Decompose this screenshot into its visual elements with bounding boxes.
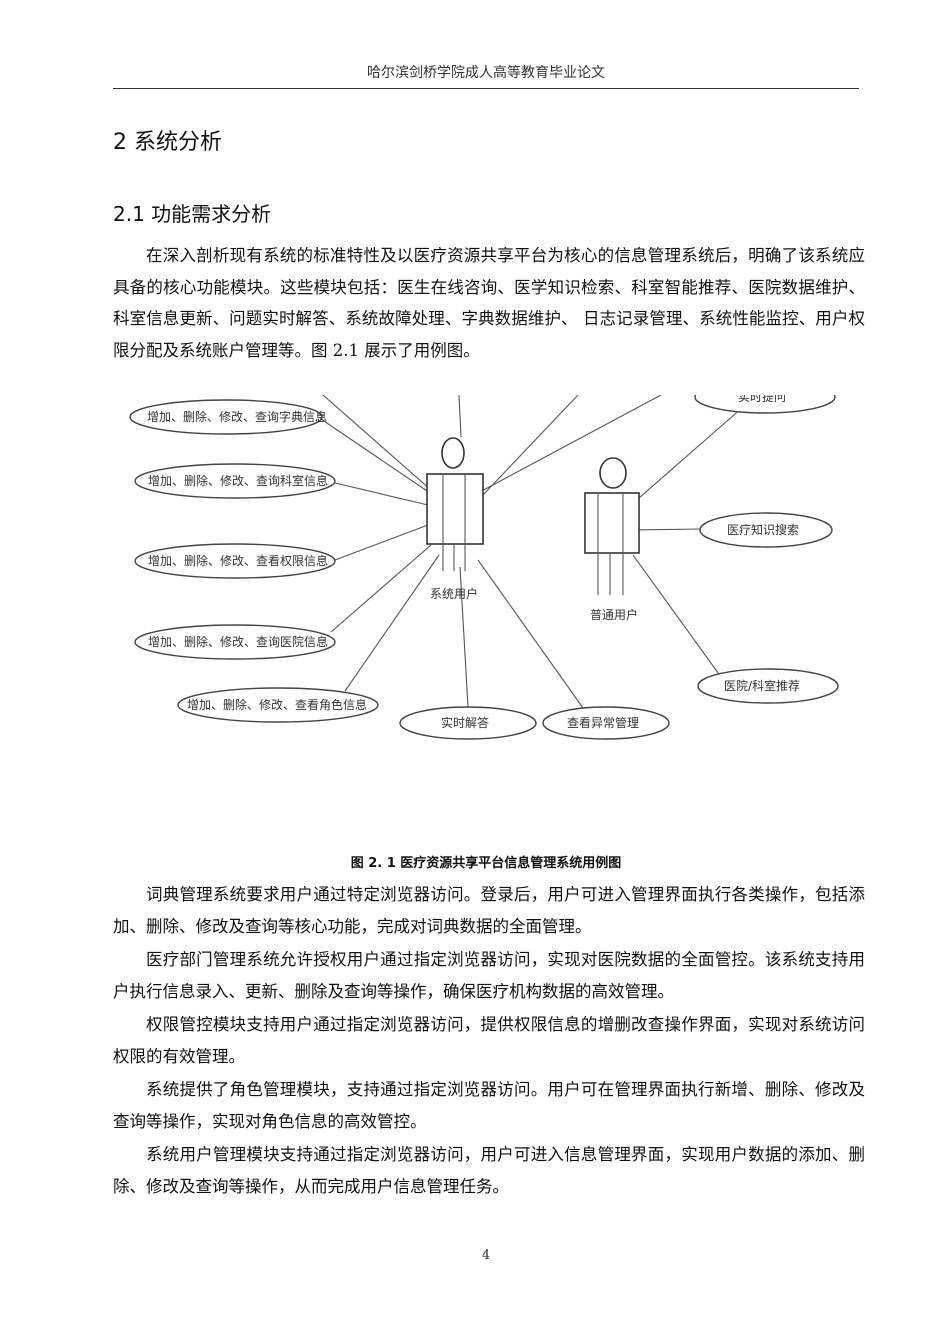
figure-caption: 图 2. 1 医疗资源共享平台信息管理系统用例图 <box>350 856 622 871</box>
link-exception <box>477 559 584 709</box>
use-case-ask: 实时提问 <box>694 395 836 414</box>
link-role <box>344 554 440 692</box>
running-header: 哈尔滨剑桥学院成人高等教育毕业论文 <box>367 65 605 81</box>
page-number: 4 <box>481 1248 491 1263</box>
section-title: 2.1 功能需求分析 <box>113 202 272 226</box>
link-hosp <box>330 544 432 633</box>
link-top-mid <box>458 395 462 438</box>
body-paragraph: 权限管控模块支持用户通过指定浏览器访问，提供权限信息的增删改查操作界面，实现对系… <box>113 1015 865 1066</box>
normal-user-label: 普通用户 <box>590 607 638 622</box>
svg-text:查看异常管理: 查看异常管理 <box>567 715 639 730</box>
body-paragraph: 系统提供了角色管理模块，支持通过指定浏览器访问。用户可在管理界面执行新增、删除、… <box>113 1080 865 1131</box>
link-dict <box>317 416 434 496</box>
svg-text:增加、删除、修改、查看角色信息: 增加、删除、修改、查看角色信息 <box>187 697 367 712</box>
link-to-normal <box>482 395 579 496</box>
system-user-figure <box>426 437 484 571</box>
link-perm <box>334 524 429 561</box>
svg-text:增加、删除、修改、查询科室信息: 增加、删除、修改、查询科室信息 <box>148 473 328 488</box>
link-realtime <box>459 566 469 708</box>
use-case-knowledge-search: 医疗知识搜索 <box>699 512 833 548</box>
svg-text:增加、删除、修改、查询字典信息: 增加、删除、修改、查询字典信息 <box>147 409 327 424</box>
body-paragraph: 医疗部门管理系统允许授权用户通过指定浏览器访问，实现对医院数据的全面管控。该系统… <box>113 950 865 1001</box>
use-case-diagram: 系统用户 普通用户 增加、删除、修改、查询字典信息 增加、删除、修改、查询科室信… <box>129 395 839 740</box>
link-ask <box>630 406 744 506</box>
intro-paragraph: 在深入剖析现有系统的标准特性及以医疗资源共享平台为核心的信息管理系统后，明确了该… <box>113 246 865 360</box>
svg-text:实时提问: 实时提问 <box>738 395 786 404</box>
svg-text:医疗知识搜索: 医疗知识搜索 <box>727 522 799 537</box>
use-case-realtime: 实时解答 <box>399 706 537 740</box>
link-top-left <box>322 395 432 491</box>
svg-text:实时解答: 实时解答 <box>441 715 489 730</box>
use-case-hospital: 增加、删除、修改、查询医院信息 <box>134 624 336 660</box>
use-case-dept: 增加、删除、修改、查询科室信息 <box>134 463 336 499</box>
body-paragraph: 系统用户管理模块支持通过指定浏览器访问，用户可进入信息管理界面，实现用户数据的添… <box>113 1145 865 1196</box>
header-rule <box>113 88 859 89</box>
link-recommend <box>632 554 722 678</box>
system-user-label: 系统用户 <box>430 586 478 601</box>
normal-user-figure <box>584 457 640 595</box>
link-normal-mid <box>477 395 662 494</box>
link-search <box>632 528 702 531</box>
svg-text:医院/科室推荐: 医院/科室推荐 <box>724 678 800 693</box>
body-paragraph: 词典管理系统要求用户通过特定浏览器访问。登录后，用户可进入管理界面执行各类操作，… <box>113 885 865 936</box>
svg-text:增加、删除、修改、查询医院信息: 增加、删除、修改、查询医院信息 <box>148 634 328 649</box>
use-case-recommend: 医院/科室推荐 <box>697 668 839 704</box>
svg-text:增加、删除、修改、查看权限信息: 增加、删除、修改、查看权限信息 <box>148 553 328 568</box>
link-dept <box>334 482 429 506</box>
chapter-title: 2 系统分析 <box>113 130 222 155</box>
use-case-dict: 增加、删除、修改、查询字典信息 <box>129 399 327 435</box>
use-case-exception: 查看异常管理 <box>542 706 670 740</box>
use-case-role: 增加、删除、修改、查看角色信息 <box>177 687 379 723</box>
use-case-permission: 增加、删除、修改、查看权限信息 <box>134 543 336 579</box>
